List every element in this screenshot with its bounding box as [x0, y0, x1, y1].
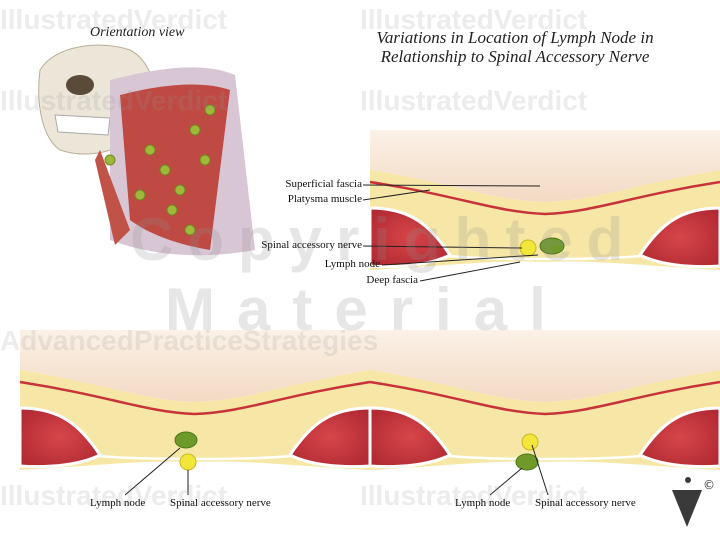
watermark-brand-3: IllustratedVerdict — [0, 85, 228, 116]
orientation-view-label: Orientation view — [90, 25, 185, 40]
watermark-brand-5: IllustratedVerdict — [0, 480, 228, 511]
label-lymph-node: Lymph node — [324, 258, 380, 270]
label-platysma-muscle: Platysma muscle — [287, 193, 362, 205]
bottom-left-nerve-label: Spinal accessory nerve — [170, 497, 271, 509]
page-title: Variations in Location of Lymph Node in … — [330, 28, 700, 66]
bottom-right-lymph-node-label: Lymph node — [455, 497, 511, 509]
top-leader-lines — [362, 184, 541, 282]
bottom-right-leader-lines — [489, 444, 549, 496]
watermark-brand-1: IllustratedVerdict — [0, 4, 228, 35]
copyright-symbol: © — [703, 478, 715, 492]
label-superficial-fascia: Superficial fascia — [285, 178, 362, 190]
title-line-1: Variations in Location of Lymph Node in — [376, 28, 654, 47]
label-deep-fascia: Deep fascia — [366, 274, 418, 286]
bottom-left-lymph-node-label: Lymph node — [90, 497, 146, 509]
bottom-right-nerve-label: Spinal accessory nerve — [535, 497, 636, 509]
bottom-left-leader-lines — [124, 447, 189, 496]
watermark-material: Material — [165, 276, 568, 343]
spinal-accessory-nerve-bottom-left — [179, 453, 197, 471]
spinal-accessory-nerve-bottom-right — [521, 433, 539, 451]
cross-section-bottom-right — [368, 328, 720, 502]
cross-section-bottom-left — [18, 328, 372, 502]
cross-section-top — [368, 128, 720, 302]
watermark-brand-2: IllustratedVerdict — [360, 4, 588, 35]
watermark-strategies: AdvancedPracticeStrategies — [0, 325, 379, 356]
lymph-node-bottom-left — [174, 431, 198, 449]
orientation-view-illustration — [38, 44, 255, 256]
lymph-node-bottom-right — [515, 453, 539, 471]
watermark-brand-6: IllustratedVerdict — [360, 480, 588, 511]
label-spinal-accessory-nerve: Spinal accessory nerve — [261, 239, 362, 251]
watermark-copyrighted: Copyrighted — [130, 206, 638, 273]
title-line-2: Relationship to Spinal Accessory Nerve — [380, 47, 650, 66]
illustrated-verdict-logo — [672, 477, 702, 527]
lymph-node-top — [539, 237, 565, 255]
watermark-brand-4: IllustratedVerdict — [360, 85, 588, 116]
